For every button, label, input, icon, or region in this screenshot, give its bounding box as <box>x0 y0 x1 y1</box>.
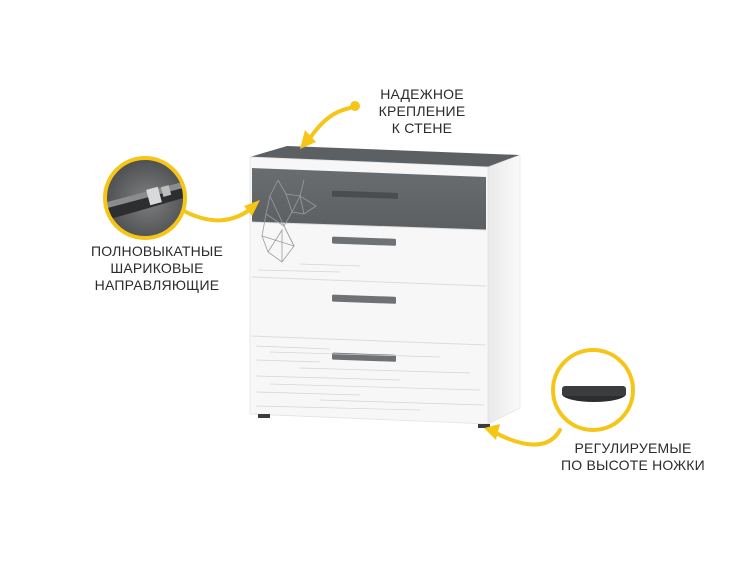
leg-right <box>478 424 490 428</box>
callout-ball-rails-line-3: НАПРАВЛЯЮЩИЕ <box>94 277 220 293</box>
chest-of-drawers <box>249 146 521 428</box>
leg-left <box>258 414 270 418</box>
leg-detail-zoom-icon <box>551 348 635 432</box>
callout-ball-rails: ПОЛНОВЫКАТНЫЕ ШАРИКОВЫЕ НАПРАВЛЯЮЩИЕ <box>82 243 232 294</box>
callout-wall-mount-line-3: К СТЕНЕ <box>391 120 453 136</box>
callout-adjustable-legs-line-1: РЕГУЛИРУЕМЫЕ <box>574 440 692 456</box>
callout-wall-mount-line-2: КРЕПЛЕНИЕ <box>378 103 466 119</box>
drawer-1-front <box>252 168 486 230</box>
callout-ball-rails-line-2: ШАРИКОВЫЕ <box>110 260 204 276</box>
callout-wall-mount-line-1: НАДЕЖНОЕ <box>380 86 464 102</box>
callout-wall-mount: НАДЕЖНОЕ КРЕПЛЕНИЕ К СТЕНЕ <box>360 86 484 137</box>
wolf-line-art-icon <box>261 179 317 263</box>
drawer-1-handle <box>332 190 398 199</box>
drawer-3-handle <box>332 294 396 304</box>
top-surface <box>250 146 520 167</box>
callout-adjustable-legs: РЕГУЛИРУЕМЫЕ ПО ВЫСОТЕ НОЖКИ <box>548 440 718 474</box>
side-panel <box>487 154 521 425</box>
rail-detail-zoom-icon <box>103 156 187 240</box>
callout-ball-rails-line-1: ПОЛНОВЫКАТНЫЕ <box>90 243 224 259</box>
arrow-heads <box>244 130 500 440</box>
drawer-2-handle <box>332 236 396 246</box>
callout-adjustable-legs-line-2: ПО ВЫСОТЕ НОЖКИ <box>561 457 705 473</box>
line-texture <box>255 263 485 411</box>
